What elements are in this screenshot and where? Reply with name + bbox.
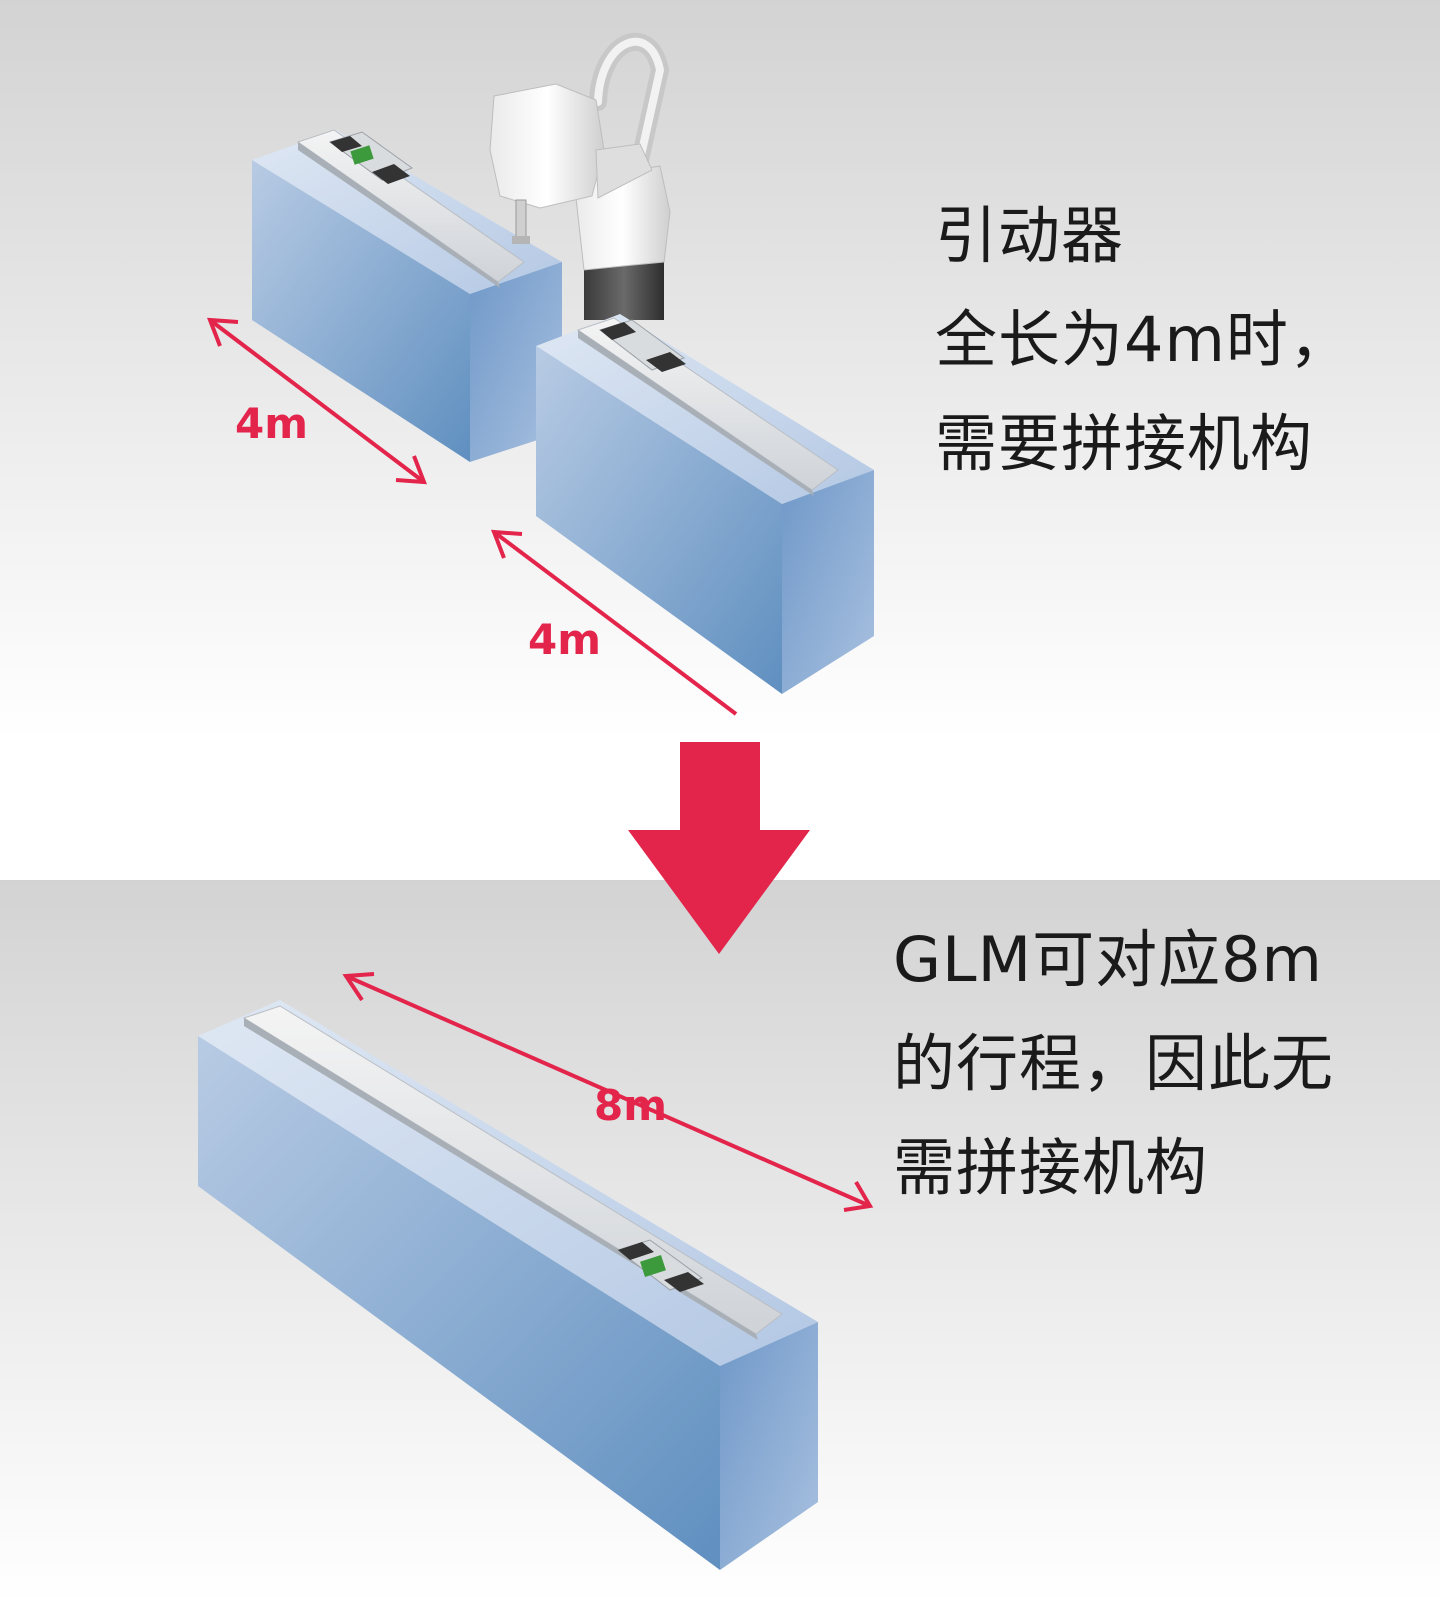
top-panel-description: 引动器 全长为4m时， 需要拼接机构: [935, 184, 1352, 496]
actuator-block-right: [536, 314, 874, 694]
actuator-block-left: [252, 129, 562, 462]
slider-carriage-left: [328, 131, 414, 184]
dimension-label-right: 4m: [528, 615, 601, 664]
double-arrow-icon: [207, 317, 427, 485]
bottom-line-2: 的行程，因此无: [893, 1027, 1335, 1100]
bottom-panel-description: GLM可对应8m 的行程，因此无 需拼接机构: [893, 908, 1334, 1220]
top-line-1: 引动器: [935, 199, 1125, 272]
slider-carriage-glm: [616, 1239, 704, 1292]
top-line-3: 需要拼接机构: [935, 407, 1314, 480]
bottom-line-1: GLM可对应8m: [893, 923, 1323, 996]
down-arrow-icon: [628, 742, 810, 954]
glm-actuator-block: [198, 1000, 818, 1570]
scara-robot-icon: [489, 32, 671, 320]
double-arrow-icon: [491, 529, 738, 716]
dimension-label-glm: 8m: [594, 1081, 667, 1130]
slider-carriage-right: [598, 319, 686, 372]
bottom-line-3: 需拼接机构: [893, 1131, 1209, 1204]
dimension-label-left: 4m: [235, 399, 308, 448]
top-line-2: 全长为4m时，: [935, 303, 1352, 376]
double-arrow-icon: [342, 972, 874, 1212]
